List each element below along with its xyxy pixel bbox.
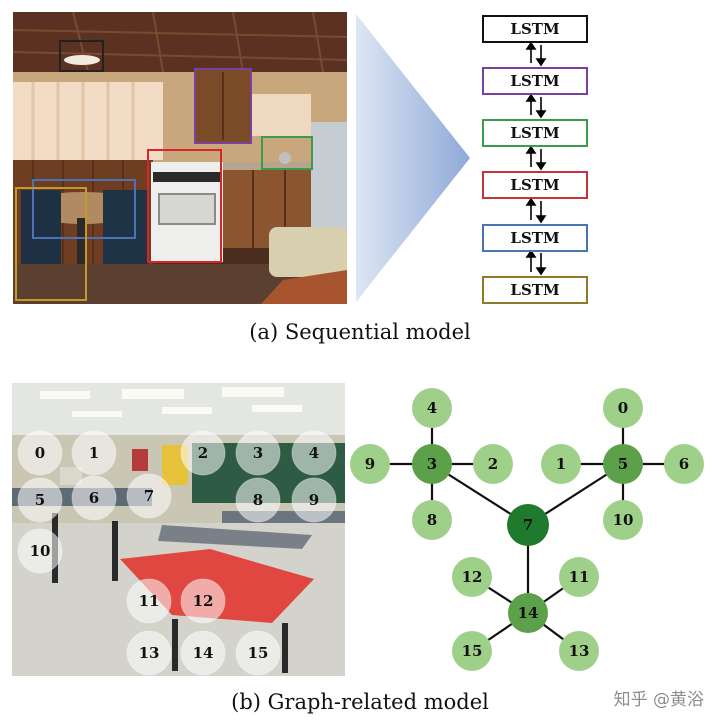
graph-node-13: 13	[559, 631, 599, 671]
graph-node-9: 9	[350, 444, 390, 484]
classroom-photo-illustration: 0 1 2 3 4 5 6 7 8 9 10 11 12 13 14 15	[12, 383, 345, 676]
graph-node-label: 6	[679, 455, 689, 473]
graph-node-label: 10	[613, 511, 634, 529]
graph-node-label: 15	[462, 642, 483, 660]
lstm-label: LSTM	[510, 229, 559, 247]
classroom-photo: 0 1 2 3 4 5 6 7 8 9 10 11 12 13 14 15	[12, 383, 345, 676]
lstm-cell-2: LSTM	[482, 67, 588, 95]
graph-node-label: 7	[523, 516, 533, 534]
graph-node-10: 10	[603, 500, 643, 540]
graph-node-label: 11	[569, 568, 590, 586]
bubble-5: 5	[35, 491, 45, 509]
bubble-11: 11	[139, 592, 160, 610]
bubble-9: 9	[309, 491, 319, 509]
lstm-label: LSTM	[510, 176, 559, 194]
bubble-6: 6	[89, 489, 99, 507]
lstm-cell-6: LSTM	[482, 276, 588, 304]
graph-node-label: 13	[569, 642, 590, 660]
lstm-cell-1: LSTM	[482, 15, 588, 43]
graph-node-label: 2	[488, 455, 498, 473]
graph-node-3: 3	[412, 444, 452, 484]
lstm-label: LSTM	[510, 72, 559, 90]
bubble-2: 2	[198, 444, 208, 462]
bubble-4: 4	[309, 444, 319, 462]
sequence-arrow	[354, 12, 474, 304]
graph-node-11: 11	[559, 557, 599, 597]
graph-node-6: 6	[664, 444, 704, 484]
lstm-label: LSTM	[510, 20, 559, 38]
bubble-15: 15	[248, 644, 269, 662]
bubble-13: 13	[139, 644, 160, 662]
graph-node-0: 0	[603, 388, 643, 428]
arrow-shape	[356, 14, 470, 302]
graph-node-label: 1	[556, 455, 566, 473]
lstm-cell-3: LSTM	[482, 119, 588, 147]
graph-node-label: 9	[365, 455, 375, 473]
graph-node-label: 5	[618, 455, 628, 473]
graph-node-label: 8	[427, 511, 437, 529]
lstm-label: LSTM	[510, 124, 559, 142]
bubble-8: 8	[253, 491, 263, 509]
kitchen-photo	[13, 12, 347, 304]
bubble-3: 3	[253, 444, 263, 462]
graph-node-7: 7	[507, 504, 549, 546]
graph-node-8: 8	[412, 500, 452, 540]
bubble-10: 10	[30, 542, 51, 560]
graph-node-1: 1	[541, 444, 581, 484]
graph-node-14: 14	[508, 593, 548, 633]
graph-node-5: 5	[603, 444, 643, 484]
lstm-label: LSTM	[510, 281, 559, 299]
lstm-stack: LSTM LSTM LSTM LSTM LSTM LSTM	[476, 12, 596, 308]
bubble-0: 0	[35, 444, 45, 462]
caption-sequential-model: (a) Sequential model	[0, 320, 720, 344]
graph-node-15: 15	[452, 631, 492, 671]
graph-node-label: 4	[427, 399, 437, 417]
lstm-cell-5: LSTM	[482, 224, 588, 252]
graph-node-label: 0	[618, 399, 628, 417]
lstm-arrows	[476, 12, 596, 308]
watermark: 知乎 @黄浴	[614, 685, 704, 710]
graph-node-12: 12	[452, 557, 492, 597]
caption-graph-related-model: (b) Graph-related model	[0, 690, 720, 714]
bubble-7: 7	[144, 487, 154, 505]
bubble-14: 14	[193, 644, 214, 662]
lstm-cell-4: LSTM	[482, 171, 588, 199]
kitchen-photo-illustration	[13, 12, 347, 304]
bubble-1: 1	[89, 444, 99, 462]
graph-node-4: 4	[412, 388, 452, 428]
graph-node-label: 12	[462, 568, 483, 586]
graph-node-2: 2	[473, 444, 513, 484]
graph-node-label: 14	[518, 604, 539, 622]
bubble-12: 12	[193, 592, 214, 610]
graph-node-label: 3	[427, 455, 437, 473]
